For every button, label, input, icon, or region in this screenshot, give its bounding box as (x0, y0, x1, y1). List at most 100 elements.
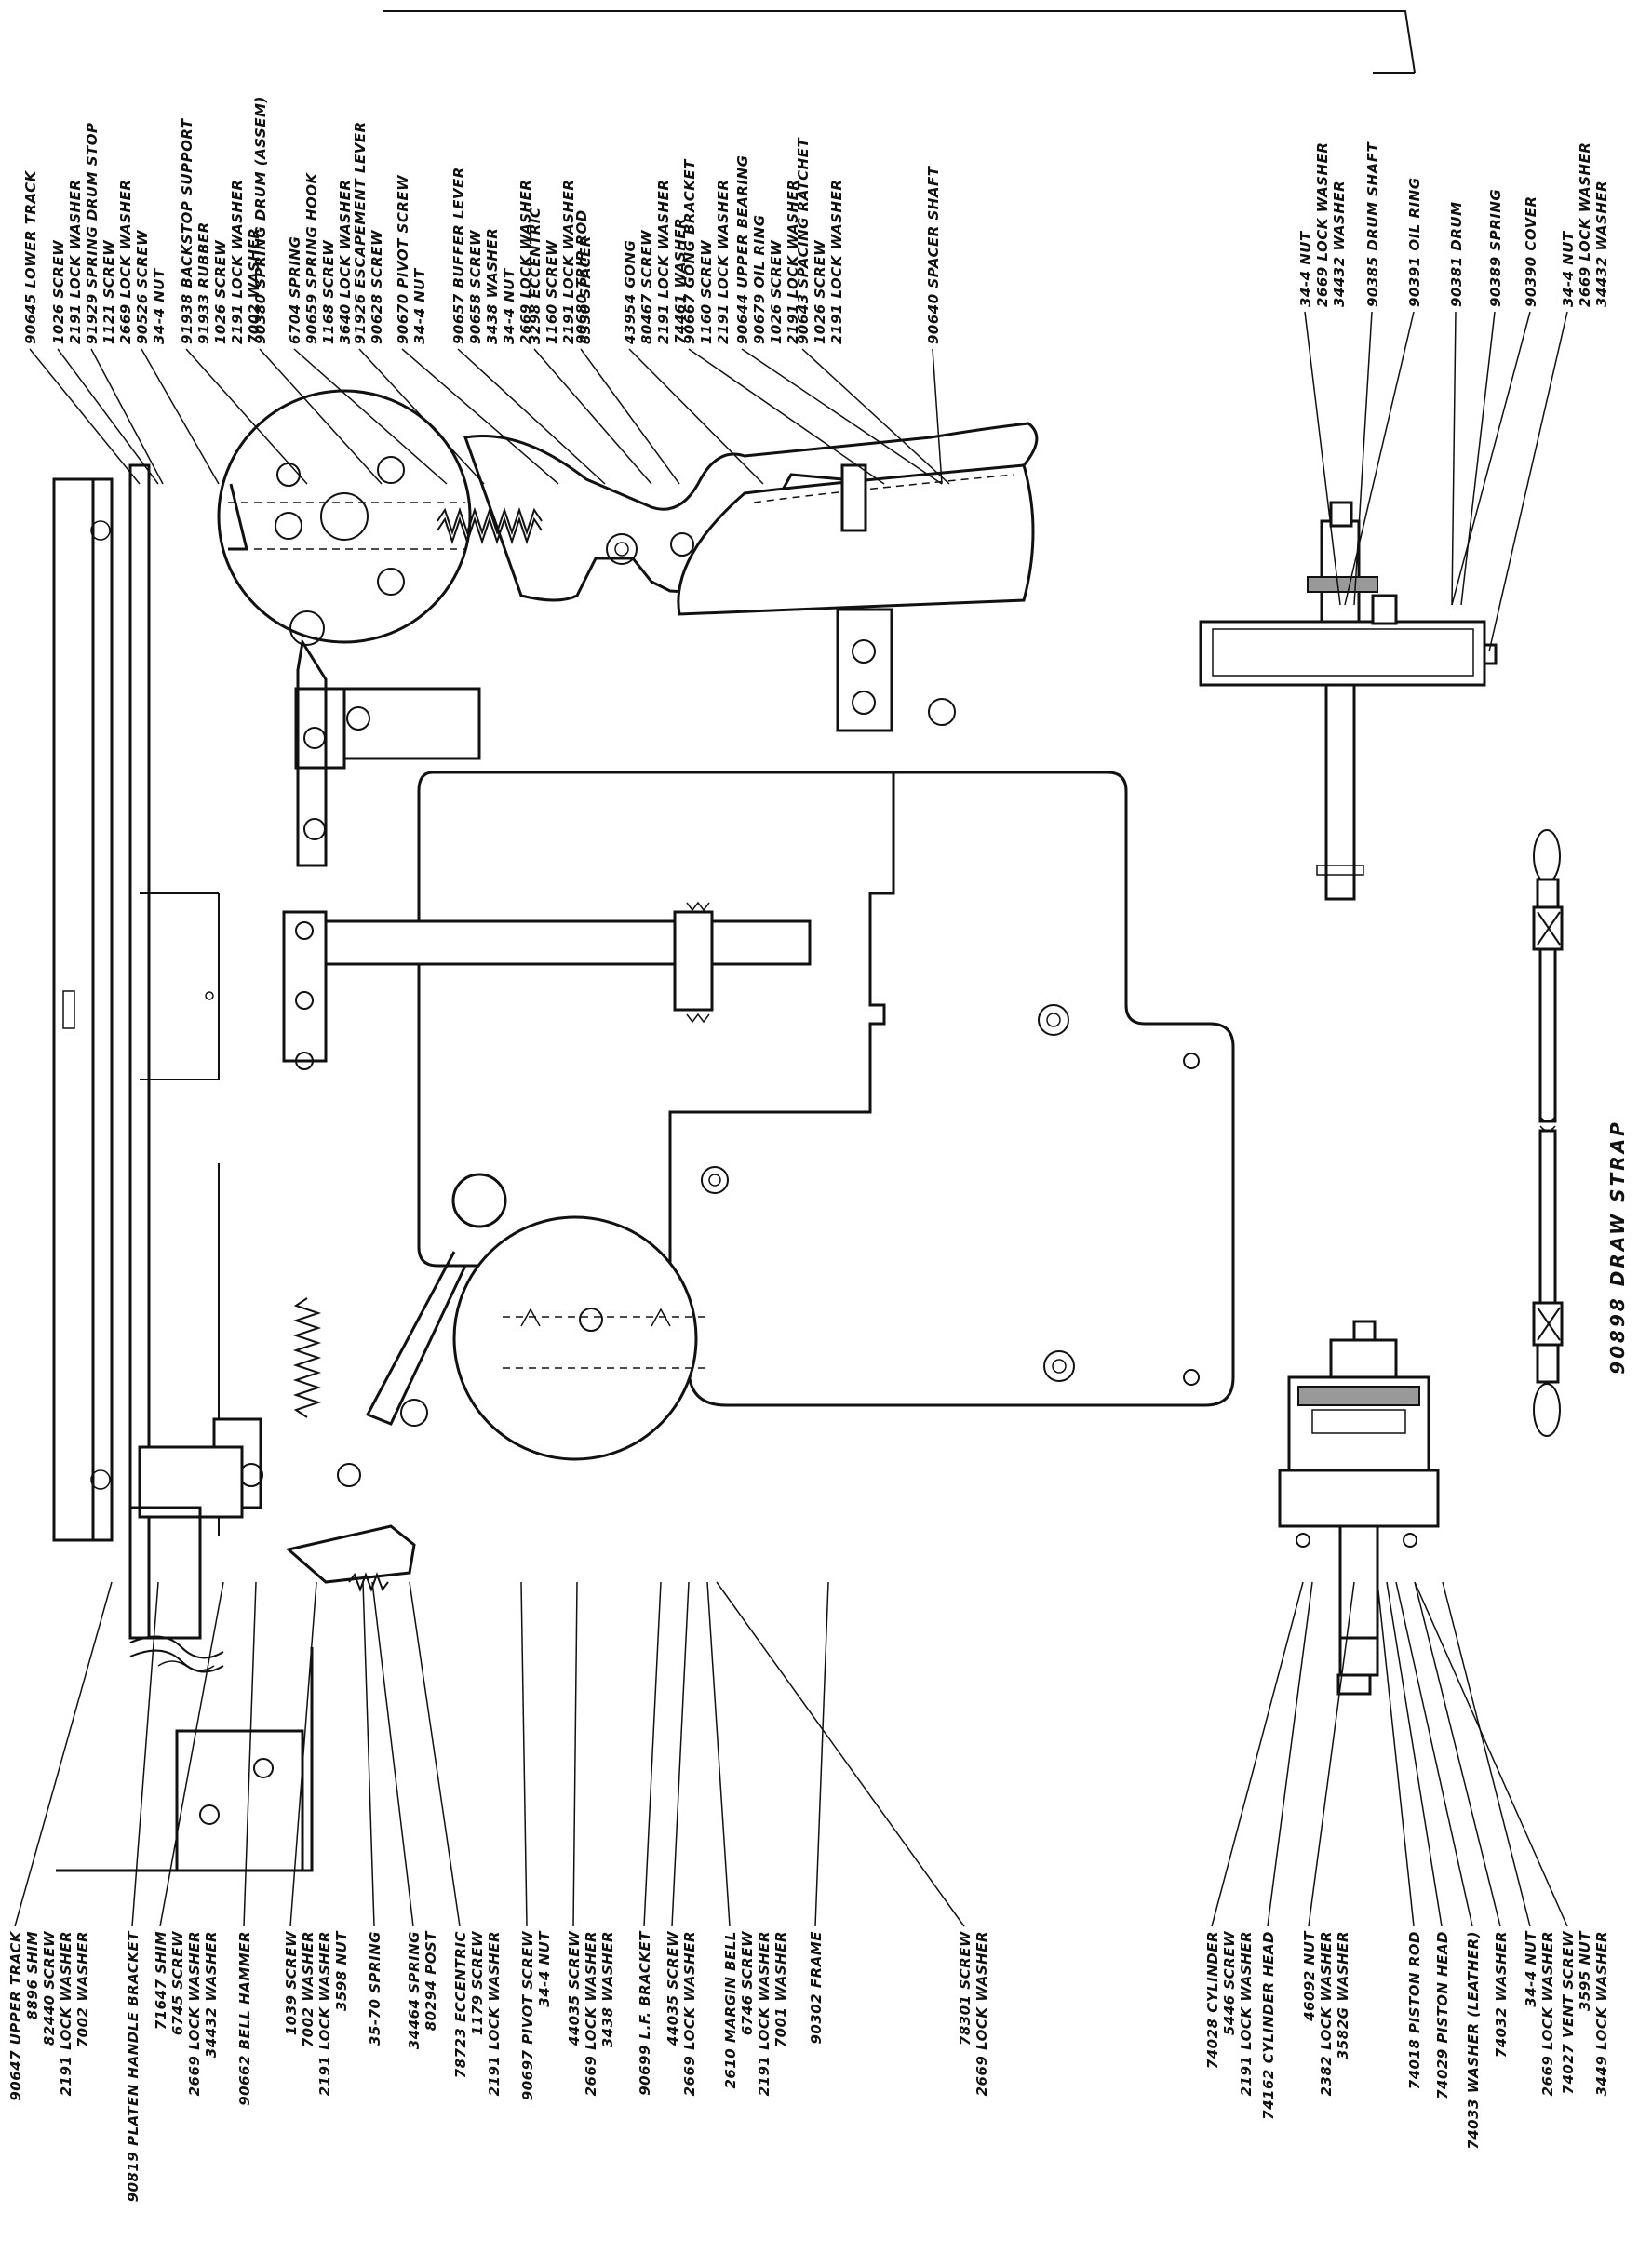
bottom-callout-2-line-3: 34432 WASHER (203, 1931, 220, 2058)
right-callout-0-line-1: 2669 LOCK WASHER (1577, 142, 1593, 307)
bottom-callout-15-leader (1211, 1581, 1304, 1927)
bottom-callout-11-line-0: 44035 SCREW (665, 1930, 681, 2046)
bottom-callout-7-line-1: 1179 SCREW (469, 1930, 486, 2035)
bottom-callout-12-leader (706, 1581, 731, 1927)
top-callout-6-line-0: 6704 SPRING (287, 236, 303, 344)
bottom-callout-17-leader (1308, 1581, 1355, 1927)
top-callout-6-line-1: 90659 SPRING HOOK (303, 172, 320, 344)
top-callout-15-line-1: 1026 SCREW (812, 239, 828, 344)
top-callout-7-line-0: 91926 ESCAPEMENT LEVER (352, 121, 369, 344)
bottom-callout-19-line-0: 74029 PISTON HEAD (1434, 1931, 1451, 2099)
bottom-callout-4-line-3: 3598 NUT (333, 1930, 350, 2011)
lower-track (128, 463, 220, 1640)
top-callout-13-line-0: 90667 GONG BRACKET (681, 158, 698, 344)
drum-callout-5-leader (1451, 311, 1531, 606)
top-callout-14-line-2: 1026 SCREW (768, 239, 785, 344)
top-callout-14-line-0: 90644 UPPER BEARING (734, 155, 751, 344)
bottom-callout-18-leader (1377, 1581, 1415, 1927)
drum-exploded (1199, 501, 1498, 901)
top-callout-1-line-0: 1026 SCREW (50, 239, 67, 344)
bottom-callout-22-line-0: 34-4 NUT (1523, 1930, 1539, 2007)
bottom-callout-2-leader (159, 1581, 224, 1927)
drum-callout-1-leader (1353, 311, 1373, 606)
right-callout-0-line-0: 34-4 NUT (1560, 230, 1577, 307)
top-callout-10-line-2: 2191 LOCK WASHER (560, 180, 577, 344)
bottom-callout-10-leader (643, 1581, 662, 1927)
spacer-shaft (282, 698, 956, 1070)
bottom-callout-12-line-3: 7001 WASHER (772, 1931, 789, 2047)
drum-callout-5-line-0: 90390 COVER (1523, 195, 1539, 307)
bottom-callout-23-line-0: 74027 VENT SCREW (1560, 1930, 1577, 2094)
top-callout-9-line-3: 34-4 NUT (501, 267, 517, 344)
bottom-callout-21-leader (1414, 1581, 1501, 1927)
bottom-callout-2-line-2: 2669 LOCK WASHER (186, 1931, 203, 2096)
frame (417, 771, 1235, 1407)
margin-bell (451, 1173, 707, 1461)
drum-callout-4-leader (1460, 311, 1496, 606)
top-callout-4-line-2: 1026 SCREW (212, 239, 229, 344)
top-callout-2-line-1: 1121 SCREW (101, 239, 117, 344)
bottom-callout-7-line-2: 2191 LOCK WASHER (486, 1931, 503, 2096)
top-callout-16-line-0: 90640 SPACER SHAFT (925, 165, 942, 344)
backstop-support (294, 637, 481, 867)
top-callout-3-leader (141, 348, 220, 485)
top-callout-7-leader (358, 348, 485, 485)
bottom-callout-12-line-1: 6746 SCREW (739, 1930, 756, 2035)
top-callout-9-line-2: 3438 WASHER (484, 228, 501, 344)
bottom-callout-9-line-2: 3438 WASHER (599, 1931, 616, 2047)
top-callout-12-leader (628, 348, 764, 485)
top-callout-9-line-0: 90657 BUFFER LEVER (450, 167, 467, 344)
top-callout-12-line-3: 74461 WASHER (672, 218, 689, 344)
bottom-callout-21-line-0: 74032 WASHER (1493, 1931, 1510, 2058)
bottom-callout-23-line-1: 3595 NUT (1577, 1930, 1593, 2011)
bottom-callout-16-line-0: 74162 CYLINDER HEAD (1260, 1931, 1277, 2120)
top-callout-7-line-1: 90628 SCREW (369, 229, 385, 344)
bottom-callout-1-line-0: 90819 PLATEN HANDLE BRACKET (125, 1930, 141, 2203)
top-callout-13-line-2: 2191 LOCK WASHER (715, 180, 732, 344)
bottom-callout-8-leader (520, 1581, 528, 1927)
bottom-callout-22-line-1: 2669 LOCK WASHER (1539, 1931, 1556, 2096)
drum-callout-0-leader (1304, 311, 1341, 606)
top-callout-4-line-0: 91938 BACKSTOP SUPPORT (179, 117, 195, 344)
bottom-callout-7-line-0: 78723 ECCENTRIC (452, 1931, 469, 2078)
top-callout-0-line-0: 90645 LOWER TRACK (22, 169, 39, 344)
top-callout-4-line-1: 91933 RUBBER (195, 221, 212, 344)
bottom-callout-8-line-1: 34-4 NUT (536, 1930, 553, 2007)
bottom-callout-4-line-1: 7002 WASHER (300, 1931, 316, 2047)
top-callout-8-line-1: 34-4 NUT (411, 267, 428, 344)
top-callout-11-leader (580, 348, 680, 485)
bottom-callout-5-leader (362, 1581, 375, 1927)
bottom-callout-9-leader (572, 1581, 578, 1927)
top-callout-16-leader (932, 348, 943, 485)
bottom-callout-14-leader (716, 1581, 965, 1927)
top-callout-9-line-1: 90658 SCREW (467, 229, 484, 344)
bottom-callout-0-line-2: 82440 SCREW (41, 1930, 58, 2046)
gong (677, 463, 1035, 616)
bottom-callout-19-leader (1386, 1581, 1443, 1927)
bottom-callout-18-line-0: 74018 PISTON ROD (1406, 1931, 1423, 2089)
drum-callout-2-line-0: 90391 OIL RING (1406, 177, 1423, 307)
top-callout-15-line-0: 90643 SPACING RATCHET (795, 137, 812, 344)
top-callout-9-leader (457, 348, 606, 485)
bottom-callout-11-leader (671, 1581, 690, 1927)
bottom-callout-2-line-0: 71647 SHIM (153, 1931, 169, 2030)
bottom-callout-14-line-0: 78301 SCREW (957, 1930, 974, 2046)
cylinder-exploded (1278, 1320, 1440, 1696)
top-callout-4-line-4: 7002 WASHER (246, 228, 262, 344)
drum-callout-0-line-1: 2669 LOCK WASHER (1314, 142, 1331, 307)
top-callout-10-line-1: 1160 SCREW (544, 239, 560, 344)
bottom-callout-20-leader (1395, 1581, 1473, 1927)
bottom-callout-9-line-1: 2669 LOCK WASHER (583, 1931, 599, 2096)
top-callout-1-leader (57, 348, 159, 485)
top-callout-6-line-3: 3640 LOCK WASHER (337, 180, 354, 344)
bottom-callout-0-line-1: 8896 SHIM (24, 1931, 41, 2019)
top-callout-8-leader (401, 348, 559, 485)
drum-callout-0-line-0: 34-4 NUT (1297, 230, 1314, 307)
bottom-callout-6-leader (371, 1581, 414, 1927)
top-callout-5-line-0: 90380 SPRING DRUM (ASSEM) (252, 96, 269, 344)
bottom-callout-2-line-1: 6745 SCREW (169, 1930, 186, 2035)
top-callout-11-line-0: 90680 TRIP ROD (573, 209, 590, 344)
bottom-callout-13-line-0: 90302 FRAME (808, 1931, 825, 2045)
top-callout-14-leader (741, 348, 943, 485)
